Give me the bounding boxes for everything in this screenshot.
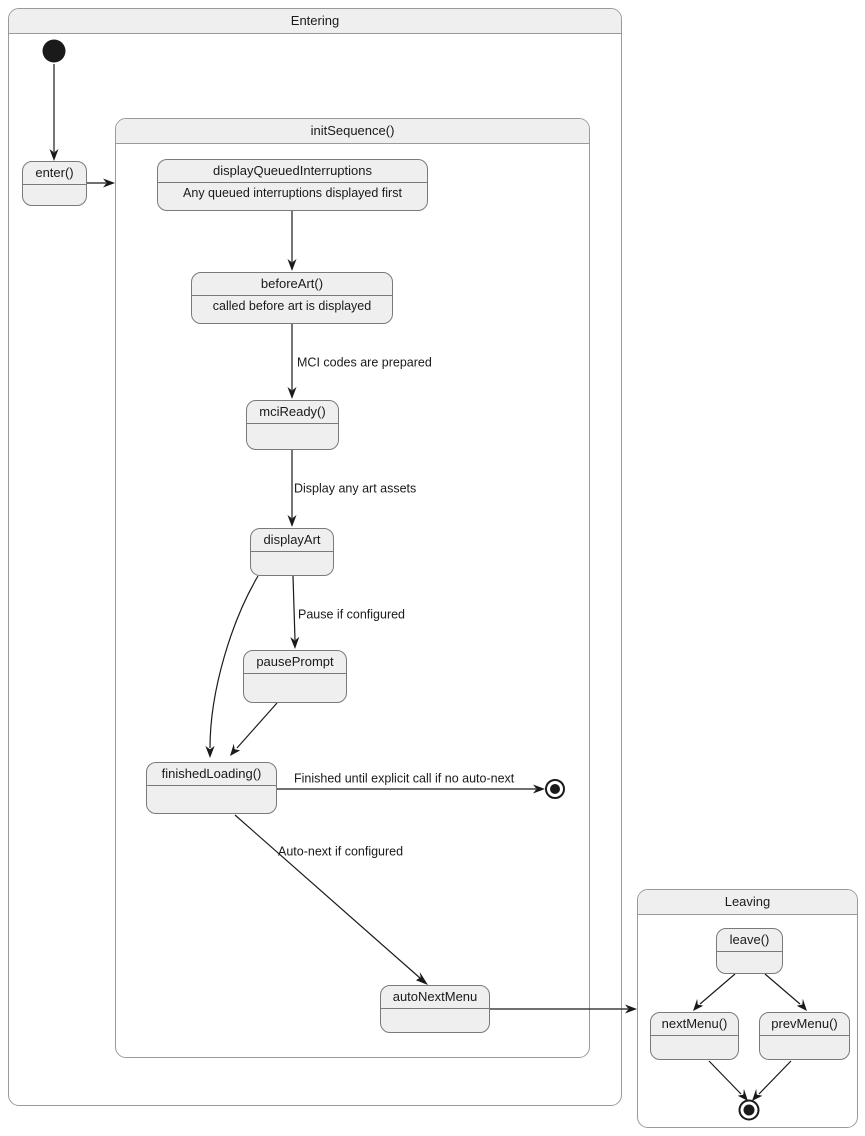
state-mci-ready-body [247,424,338,449]
state-next-menu[interactable]: nextMenu() [650,1012,739,1060]
arrow-enter-to-init-sequence [103,178,115,188]
edge-label-finished-until: Finished until explicit call if no auto-… [294,771,515,785]
state-finished-loading-separator [147,785,276,786]
composite-state-leaving-title: Leaving [638,890,857,915]
arrow-finished-loading-to-auto-next-menu [415,972,428,985]
state-auto-next-menu[interactable]: autoNextMenu [380,985,490,1033]
state-leave-name: leave() [729,932,770,947]
edge-leave-to-prev-menu [764,973,801,1005]
composite-state-entering-title: Entering [9,9,621,34]
final-state-entering-inner [550,784,560,794]
state-mci-ready-name: mciReady() [259,404,326,419]
state-display-art-separator [251,551,333,552]
arrow-leave-to-prev-menu [796,998,807,1011]
arrow-mci-ready-to-display-art [287,515,297,527]
arrow-auto-next-menu-to-leaving [625,1004,637,1014]
edge-label-display-art-assets: Display any art assets [294,481,416,495]
state-finished-loading[interactable]: finishedLoading() [146,762,277,814]
state-auto-next-menu-separator [381,1008,489,1009]
state-leave-separator [717,951,782,952]
arrow-next-menu-to-final [737,1088,748,1101]
arrow-display-art-to-pause-prompt [290,636,300,649]
edge-prev-menu-to-final [758,1060,792,1095]
edge-leave-to-next-menu [699,973,736,1005]
arrow-initial-to-enter [49,149,59,161]
state-display-queued-interruptions-desc: Any queued interruptions displayed first [183,186,402,200]
composite-state-leaving: Leaving [637,889,858,1128]
state-enter-name: enter() [35,165,74,180]
arrow-finished-loading-to-final [533,784,545,794]
state-display-art-body [251,552,333,575]
arrow-before-art-to-mci-ready [287,387,297,399]
state-display-queued-interruptions-separator [158,182,427,183]
state-leave-body [717,952,782,973]
final-state-leaving-inner [743,1104,755,1116]
composite-state-init-sequence-title: initSequence() [116,119,589,144]
state-prev-menu-name: prevMenu() [771,1016,838,1031]
state-prev-menu-separator [760,1035,849,1036]
arrow-pause-prompt-to-finished-loading [230,743,241,756]
initial-state-node [42,39,66,63]
state-display-art-name: displayArt [263,532,321,547]
state-pause-prompt-name: pausePrompt [256,654,334,669]
arrow-display-art-to-finished-loading [205,745,215,758]
state-leave[interactable]: leave() [716,928,783,974]
edge-label-mci-codes: MCI codes are prepared [297,355,432,369]
state-finished-loading-body [147,786,276,813]
state-before-art[interactable]: beforeArt() called before art is display… [191,272,393,324]
composite-state-init-sequence: initSequence() [115,118,590,1058]
state-mci-ready[interactable]: mciReady() [246,400,339,450]
state-pause-prompt-body [244,674,346,702]
state-enter-body [23,185,86,205]
state-mci-ready-separator [247,423,338,424]
state-auto-next-menu-name: autoNextMenu [392,989,478,1004]
state-next-menu-name: nextMenu() [661,1016,728,1031]
state-finished-loading-name: finishedLoading() [161,766,262,781]
state-pause-prompt[interactable]: pausePrompt [243,650,347,703]
edge-next-menu-to-final [708,1060,742,1095]
state-prev-menu[interactable]: prevMenu() [759,1012,850,1060]
state-display-art[interactable]: displayArt [250,528,334,576]
edge-finished-loading-to-auto-next-menu [234,814,421,979]
state-next-menu-body [651,1036,738,1059]
state-pause-prompt-separator [244,673,346,674]
state-prev-menu-body [760,1036,849,1059]
edge-display-art-to-pause-prompt [292,575,296,641]
state-before-art-desc: called before art is displayed [212,299,372,313]
state-display-queued-interruptions[interactable]: displayQueuedInterruptions Any queued in… [157,159,428,211]
arrow-dqi-to-before-art [287,259,297,271]
state-before-art-name: beforeArt() [260,276,324,291]
state-enter[interactable]: enter() [22,161,87,206]
state-next-menu-separator [651,1035,738,1036]
state-auto-next-menu-body [381,1009,489,1032]
edge-label-auto-next: Auto-next if configured [278,844,403,858]
edge-pause-prompt-to-finished-loading [236,702,278,749]
edge-display-art-to-finished-loading [209,575,259,749]
state-enter-separator [23,184,86,185]
arrow-prev-menu-to-final [752,1088,763,1101]
arrow-leave-to-next-menu [693,998,704,1011]
state-display-queued-interruptions-name: displayQueuedInterruptions [213,163,372,178]
state-before-art-separator [192,295,392,296]
edge-label-pause-if-configured: Pause if configured [298,607,405,621]
